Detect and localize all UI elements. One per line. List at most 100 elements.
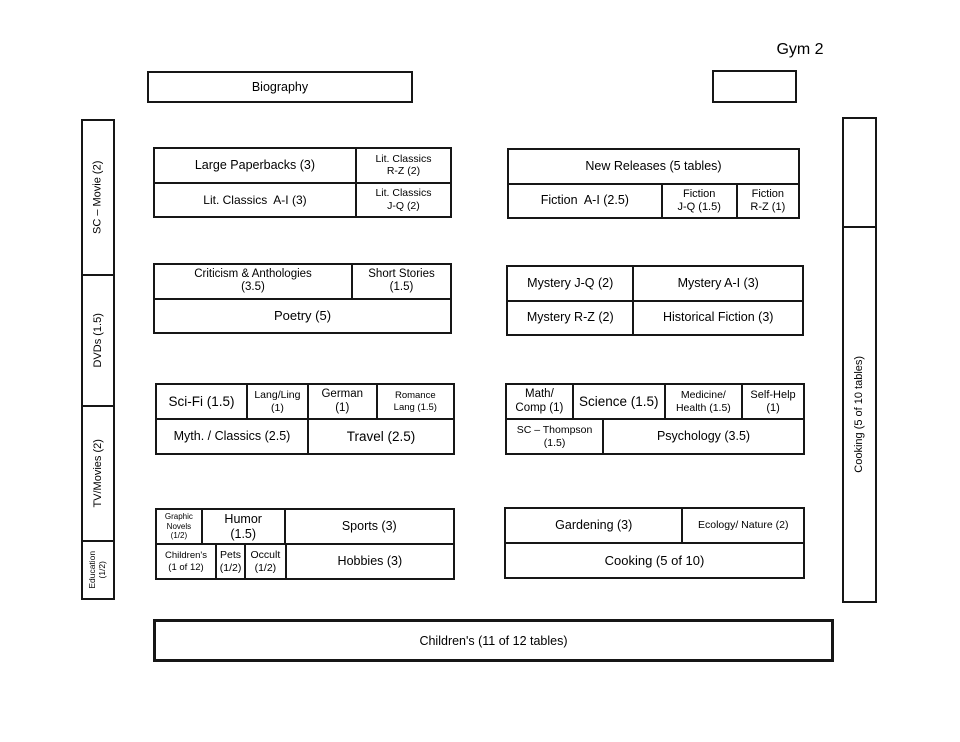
label-line: Romance: [394, 390, 436, 402]
label-line: (1/2): [254, 561, 277, 574]
label-line: J-Q (1.5): [677, 200, 721, 213]
label-line: (1/2): [170, 531, 188, 541]
gym-title: Gym 2: [776, 41, 824, 58]
label-line: Cooking (5 of 10): [604, 552, 705, 568]
block-row: Math/ Comp (1) Science (1.5) Medicine/ H…: [507, 385, 803, 418]
wall-tv-movies: TV/Movies (2): [83, 405, 113, 540]
table-lit-classics-jq: Lit. Classics J-Q (2): [354, 183, 450, 216]
block-poetry: Criticism & Anthologies (3.5) Short Stor…: [153, 263, 452, 334]
table-lit-classics-rz: Lit. Classics R-Z (2): [354, 149, 450, 182]
label-line: (1/2): [219, 561, 242, 574]
label-line: Large Paperbacks (3): [194, 157, 316, 172]
table-self-help: Self-Help (1): [741, 385, 803, 418]
table-fiction-rz: Fiction R-Z (1): [735, 184, 798, 217]
label-line: Medicine/: [680, 389, 726, 402]
label-line: Gardening (3): [555, 518, 633, 533]
table-mystery-jq: Mystery J-Q (2): [508, 267, 632, 300]
label-line: Sci-Fi (1.5): [168, 393, 235, 409]
table-cooking-5of10: Cooking (5 of 10): [506, 544, 803, 577]
label-line: Criticism & Anthologies: [194, 267, 312, 280]
label-line: Fiction: [751, 187, 785, 200]
wall-cooking-label: Cooking (5 of 10 tables): [853, 356, 866, 473]
label-line: Children's: [165, 550, 207, 562]
table-mystery-ai: Mystery A-I (3): [632, 267, 802, 300]
wall-sc-movie-label: SC – Movie (2): [92, 161, 105, 234]
table-sports: Sports (3): [283, 510, 453, 543]
label-line: SC – Movie (2): [91, 160, 104, 235]
block-science-psychology: Math/ Comp (1) Science (1.5) Medicine/ H…: [505, 383, 805, 455]
label-line: Sports (3): [341, 519, 397, 534]
table-pets: Pets (1/2): [215, 545, 244, 578]
label-line: Mystery R-Z (2): [526, 310, 614, 325]
table-ecology-nature: Ecology/ Nature (2): [681, 509, 803, 542]
label-line: Hobbies (3): [337, 554, 403, 569]
table-math-comp: Math/ Comp (1): [507, 385, 572, 418]
table-childrens-1of12: Children's (1 of 12): [157, 545, 215, 578]
label-line: Lit. Classics: [375, 187, 432, 200]
table-biography-label: Biography: [251, 80, 309, 94]
table-fiction-jq: Fiction J-Q (1.5): [660, 184, 736, 217]
wall-right-empty-segment: [844, 119, 875, 226]
block-new-releases-fiction: New Releases (5 tables) Fiction A-I (2.5…: [507, 148, 800, 219]
table-german: German (1): [306, 385, 376, 418]
label-line: Travel (2.5): [346, 428, 416, 444]
block-humor-sports-hobbies: Graphic Novels (1/2) Humor (1.5) Sports …: [155, 508, 455, 580]
table-medicine-health: Medicine/ Health (1.5): [663, 385, 741, 418]
label-line: (3.5): [241, 281, 265, 294]
label-line: SC – Thompson: [516, 424, 593, 437]
table-romance-lang: Romance Lang (1.5): [375, 385, 453, 418]
label-line: Novels: [166, 521, 192, 531]
table-gardening: Gardening (3): [506, 509, 681, 542]
wall-dvds-label: DVDs (1.5): [92, 313, 105, 367]
label-line: Poetry (5): [273, 308, 332, 324]
block-scifi-travel: Sci-Fi (1.5) Lang/Ling (1) German (1) Ro…: [155, 383, 455, 455]
table-science: Science (1.5): [571, 385, 664, 418]
label-line: Fiction: [683, 187, 716, 200]
label-line: Health (1.5): [675, 401, 731, 414]
label-line: Ecology/ Nature (2): [697, 519, 789, 532]
table-graphic-novels: Graphic Novels (1/2): [157, 510, 201, 543]
label-line: Mystery A-I (3): [677, 275, 759, 290]
table-sc-thompson: SC – Thompson (1.5): [507, 420, 602, 453]
label-line: R-Z (1): [750, 200, 786, 213]
label-line: German: [321, 387, 364, 400]
label-line: Occult: [250, 549, 281, 562]
label-line: Math/: [525, 387, 554, 400]
label-line: TV/Movies (2): [91, 439, 104, 508]
table-hobbies: Hobbies (3): [284, 545, 453, 578]
table-sci-fi: Sci-Fi (1.5): [157, 385, 246, 418]
block-row: Gardening (3) Ecology/ Nature (2): [506, 509, 803, 542]
block-mystery: Mystery J-Q (2) Mystery A-I (3) Mystery …: [506, 265, 804, 336]
block-row: Lit. Classics A-I (3) Lit. Classics J-Q …: [155, 181, 450, 216]
label-line: (1/2): [97, 561, 107, 579]
block-row: Sci-Fi (1.5) Lang/Ling (1) German (1) Ro…: [157, 385, 453, 418]
label-line: DVDs (1.5): [91, 313, 104, 368]
table-mystery-rz: Mystery R-Z (2): [508, 302, 632, 335]
block-row: Graphic Novels (1/2) Humor (1.5) Sports …: [157, 510, 453, 543]
right-wall-tables: Cooking (5 of 10 tables): [842, 117, 877, 603]
table-occult: Occult (1/2): [244, 545, 285, 578]
block-row: SC – Thompson (1.5) Psychology (3.5): [507, 418, 803, 453]
table-poetry: Poetry (5): [155, 300, 450, 333]
block-row: Mystery R-Z (2) Historical Fiction (3): [508, 299, 802, 335]
block-row: New Releases (5 tables): [509, 150, 798, 183]
label-line: J-Q (2): [387, 199, 420, 212]
label-line: Historical Fiction (3): [663, 310, 774, 325]
table-psychology: Psychology (3.5): [602, 420, 803, 453]
label-line: R-Z (2): [386, 165, 421, 178]
table-myth-classics: Myth. / Classics (2.5): [157, 420, 307, 453]
block-row: Cooking (5 of 10): [506, 542, 803, 577]
label-line: (1.5): [230, 526, 257, 541]
wall-education: Education (1/2): [83, 540, 113, 598]
table-lang-ling: Lang/Ling (1): [245, 385, 307, 418]
block-row: Poetry (5): [155, 297, 450, 333]
block-row: Children's (1 of 12) Pets (1/2) Occult (…: [157, 543, 453, 578]
block-row: Myth. / Classics (2.5) Travel (2.5): [157, 418, 453, 453]
label-line: Children's (11 of 12 tables): [419, 633, 568, 648]
block-row: Fiction A-I (2.5) Fiction J-Q (1.5) Fict…: [509, 182, 798, 217]
wall-cooking: Cooking (5 of 10 tables): [844, 225, 875, 601]
label-line: Fiction A-I (2.5): [540, 193, 629, 208]
table-humor: Humor (1.5): [200, 510, 284, 543]
label-line: Short Stories: [368, 267, 435, 280]
